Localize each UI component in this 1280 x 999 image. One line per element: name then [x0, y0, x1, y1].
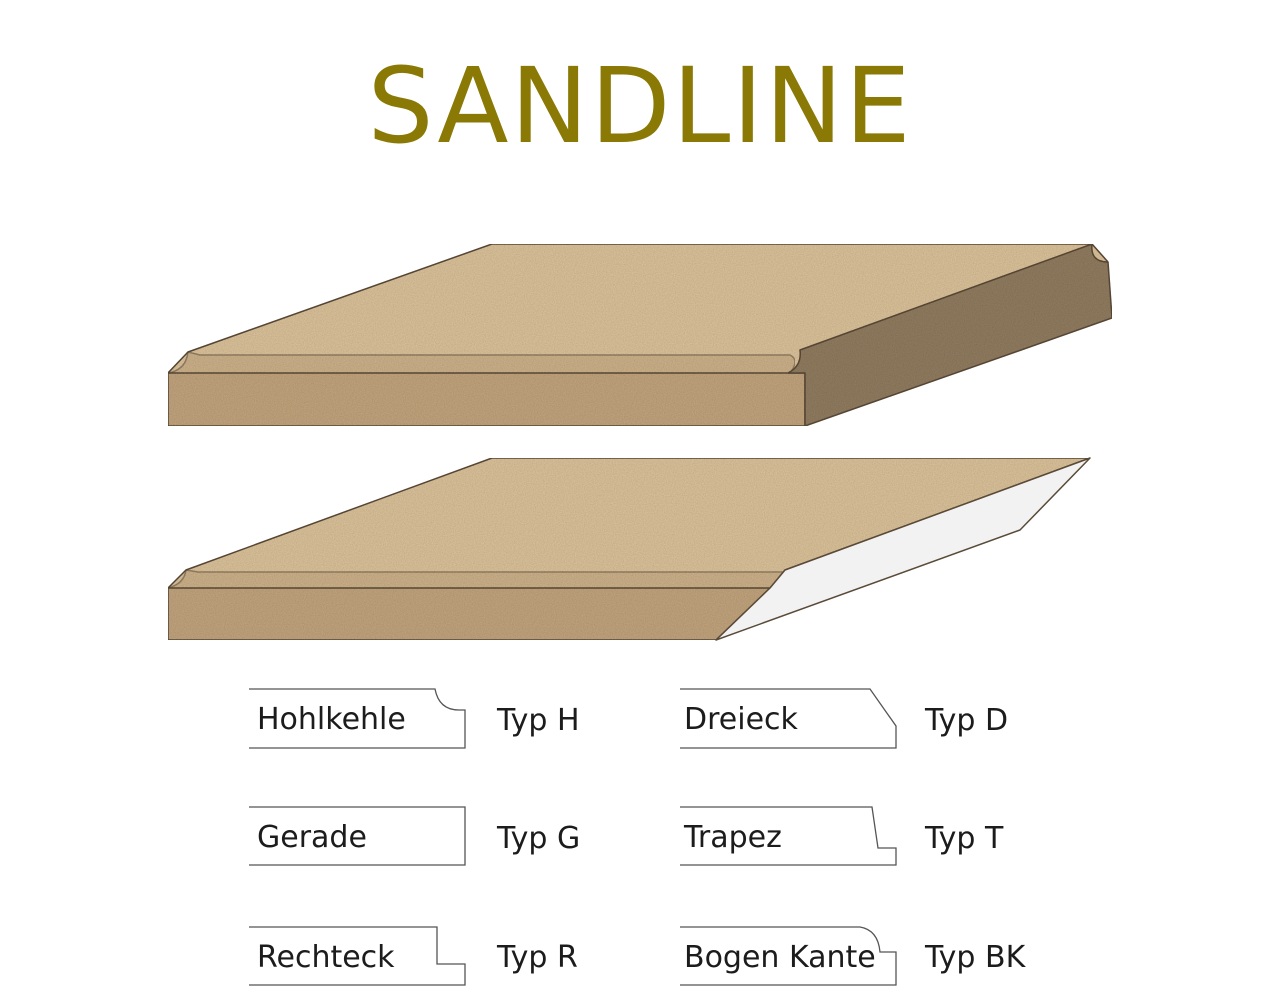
- lower-slab-groove: [167, 569, 786, 589]
- profile-hohlkehle: Hohlkehle: [249, 688, 489, 760]
- profile-rechteck: Rechteck: [249, 926, 489, 998]
- lower-slab-front: [167, 587, 771, 641]
- bogen-kante-profile-icon: [680, 926, 897, 986]
- profile-type: Typ T: [925, 821, 1004, 856]
- lower-slab-cut-face: [715, 457, 1091, 641]
- profile-type: Typ H: [497, 703, 580, 738]
- profile-name: Hohlkehle: [257, 702, 406, 737]
- profile-type: Typ BK: [925, 940, 1026, 975]
- lower-slab: [167, 457, 1091, 641]
- profile-bogen-kante: Bogen Kante: [680, 926, 920, 998]
- page-title: SANDLINE: [367, 45, 913, 167]
- profile-trapez: Trapez: [680, 806, 920, 878]
- profile-gerade: Gerade: [249, 806, 489, 878]
- profile-dreieck: Dreieck: [680, 688, 920, 760]
- upper-slab-front: [167, 372, 806, 427]
- profile-type: Typ R: [497, 940, 578, 975]
- rechteck-profile-icon: [249, 926, 466, 986]
- hohlkehle-profile-icon: [249, 688, 466, 749]
- profile-type: Typ D: [925, 703, 1009, 738]
- trapez-profile-icon: [680, 806, 897, 866]
- profile-name: Dreieck: [684, 702, 798, 737]
- upper-slab-groove: [167, 351, 796, 374]
- gerade-profile-icon: [249, 806, 466, 866]
- upper-slab-side: [787, 243, 1113, 427]
- profile-name: Bogen Kante: [684, 940, 876, 975]
- profile-name: Gerade: [257, 820, 367, 855]
- upper-slab: [167, 243, 1113, 427]
- dreieck-profile-icon: [680, 688, 897, 749]
- profile-name: Rechteck: [257, 940, 395, 975]
- profile-type: Typ G: [497, 821, 581, 856]
- profile-name: Trapez: [684, 820, 782, 855]
